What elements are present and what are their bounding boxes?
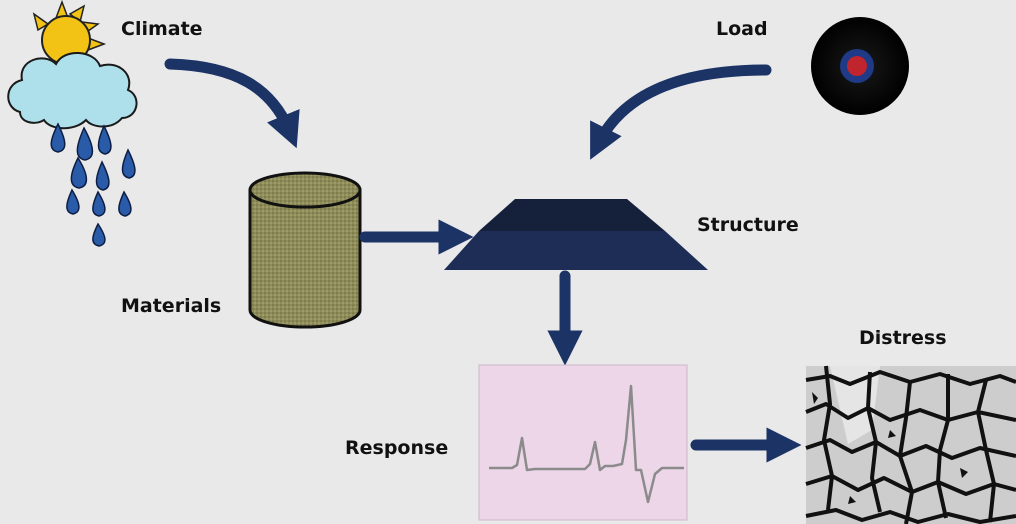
label-load: Load — [716, 18, 768, 40]
label-climate: Climate — [121, 18, 203, 40]
arrow-load-to-structure — [590, 64, 772, 160]
arrow-climate-to-materials — [164, 58, 300, 149]
label-response: Response — [345, 437, 449, 459]
tire-icon — [811, 17, 909, 115]
cylinder-icon — [248, 171, 362, 329]
response-chart — [478, 364, 688, 521]
cracked-pavement-icon — [805, 365, 1016, 524]
rain-cloud-icon — [7, 51, 138, 247]
label-distress: Distress — [859, 327, 947, 349]
label-materials: Materials — [121, 295, 222, 317]
structure-layers — [444, 199, 708, 270]
label-structure: Structure — [697, 214, 799, 236]
